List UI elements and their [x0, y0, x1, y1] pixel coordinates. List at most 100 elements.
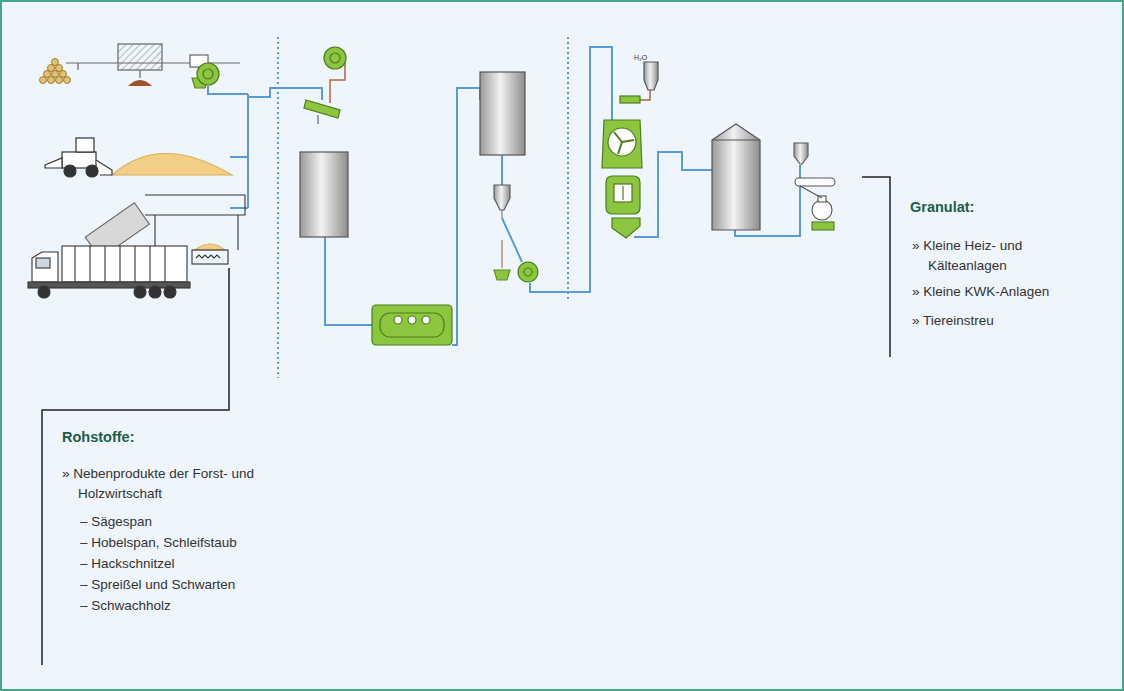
log-pile: [40, 59, 71, 84]
pellet-line: [612, 218, 640, 238]
cyclone: [501, 210, 502, 218]
cyclone: [494, 185, 510, 210]
wheel-loader: [76, 138, 94, 152]
truck: [192, 250, 228, 264]
truck: [119, 246, 120, 282]
truck: [38, 286, 50, 298]
silo: [712, 124, 760, 230]
pellet-line: [614, 184, 632, 202]
feed-line: [640, 90, 650, 100]
bullet-text: » Tiereinstreu: [912, 311, 1118, 331]
rotary-valve: [518, 262, 538, 282]
pipe: [530, 47, 612, 292]
belt-dryer: [422, 316, 430, 324]
log-pile: [56, 77, 63, 84]
sub-bullet-text: – Hackschnitzel: [80, 554, 316, 574]
log-pile: [40, 77, 47, 84]
wheel-loader: [64, 165, 76, 177]
section-divider: [567, 37, 569, 300]
pipe: [452, 88, 480, 345]
section-heading: Granulat:: [910, 197, 1100, 217]
belt-dryer: [380, 313, 444, 337]
truck: [134, 246, 135, 282]
belt-dryer: [372, 305, 452, 345]
debarker: [77, 63, 78, 70]
silo: [300, 152, 348, 237]
screen: [304, 100, 340, 124]
truck: [89, 246, 90, 282]
rotary-valve: [197, 47, 538, 282]
truck: [164, 286, 176, 298]
debarker: [118, 44, 162, 70]
cyclone: [502, 218, 522, 262]
pipe: [247, 94, 249, 208]
pellet-line: [620, 96, 640, 103]
bagging-station: [812, 200, 832, 220]
debarker: [139, 70, 140, 78]
log-pile: [64, 77, 71, 84]
pipe: [634, 152, 712, 237]
rotary-valve: [324, 47, 346, 69]
pellet-line: [608, 128, 636, 156]
belt-dryer: [408, 316, 416, 324]
screen: [304, 100, 340, 118]
debarker: [66, 44, 240, 88]
text-bracket: [42, 177, 890, 665]
wheel-loader: [45, 158, 62, 168]
bagging-station: [794, 143, 808, 164]
pipe: [325, 237, 372, 325]
pipe: [208, 86, 248, 94]
truck: [164, 246, 165, 282]
debarker: [128, 80, 152, 86]
silo: [480, 72, 525, 155]
cyclone: [501, 240, 502, 268]
pipe: [230, 156, 248, 158]
silo: [300, 72, 760, 237]
pellet-line: [644, 62, 658, 90]
text-bracket: [862, 177, 890, 357]
pellet-line: [622, 186, 623, 200]
log-pile: [48, 77, 55, 84]
bullet-text: » Nebenprodukte der Forst- und Holzwirts…: [62, 464, 298, 504]
rotary-valve: [197, 63, 219, 85]
bagging-station: [795, 178, 835, 186]
cyclone: [494, 185, 522, 280]
truck: [149, 246, 150, 282]
truck: [32, 252, 58, 282]
pipe: [208, 47, 800, 345]
wheel-loader: [86, 165, 98, 177]
wheel-loader: [96, 160, 112, 175]
truck: [154, 215, 155, 250]
truck: [62, 246, 187, 282]
sub-bullet-text: – Sägespan: [80, 512, 316, 532]
belt-dryer: [372, 305, 452, 345]
truck: [237, 215, 238, 250]
wheel-loader: [45, 138, 232, 177]
bagging-station: [794, 143, 835, 230]
truck: [28, 195, 245, 298]
pellet-line: [606, 176, 640, 214]
pellet-line: [614, 132, 634, 154]
wheel-loader: [112, 154, 232, 176]
truck: [195, 244, 225, 250]
truck: [196, 255, 220, 258]
truck: [104, 246, 105, 282]
belt-dryer: [394, 316, 402, 324]
cyclone: [494, 270, 510, 280]
pellet-line: [602, 62, 658, 238]
rotary-valve: [524, 268, 532, 276]
bullet-text: » Kleine KWK-Anlagen: [912, 282, 1118, 302]
sub-bullet-text: – Schwachholz: [80, 596, 316, 616]
section-divider: [278, 37, 568, 378]
pipe: [248, 88, 322, 100]
bagging-station: [800, 186, 822, 198]
truck: [145, 195, 245, 215]
truck: [134, 286, 146, 298]
section-divider: [277, 37, 279, 378]
rotary-valve: [203, 69, 213, 79]
section-heading: Rohstoffe:: [62, 427, 262, 447]
sub-bullet-text: – Hobelspan, Schleifstaub: [80, 533, 316, 553]
pellet-line: [602, 120, 642, 168]
